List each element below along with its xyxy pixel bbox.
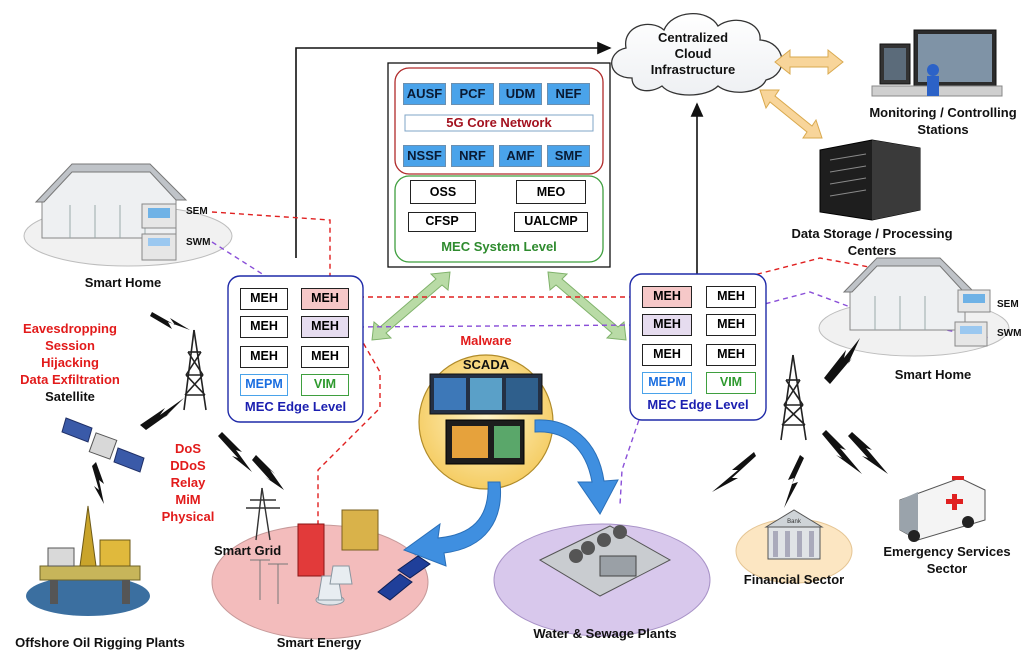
- bank-sign-text: Bank: [787, 519, 802, 525]
- edge-right-core-double-arrow: [547, 271, 627, 341]
- cfsp-box: CFSP: [408, 212, 476, 232]
- meh-left-purple: MEH: [301, 316, 349, 338]
- core-top-row: AUSF PCF UDM NEF: [403, 83, 595, 105]
- cell-tower-right-icon: [780, 354, 807, 441]
- meh-right-2: MEH: [706, 286, 756, 308]
- oil-rig-icon: [26, 505, 150, 616]
- oil-rig-label: Offshore Oil Rigging Plants: [15, 635, 185, 650]
- attack-dos: DoS: [175, 441, 201, 456]
- ausf-function: AUSF: [403, 83, 446, 105]
- scada-to-water-arrow: [534, 419, 619, 515]
- mepm-left: MEPM: [240, 374, 288, 396]
- swm-right-label: SWM: [997, 328, 1022, 339]
- smf-function: SMF: [547, 145, 590, 167]
- core-bottom-row: NSSF NRF AMF SMF: [403, 145, 595, 167]
- meh-left-6: MEH: [301, 346, 349, 368]
- scada-icon: [429, 373, 543, 465]
- scada-to-energy-arrow: [402, 481, 502, 567]
- swm-left-label: SWM: [186, 237, 211, 248]
- cloud-storage-double-arrow: [759, 89, 823, 139]
- ambulance-icon: [899, 476, 986, 542]
- attacks-top-list: Eavesdropping Session Hijacking Data Exf…: [2, 320, 138, 405]
- meh-left-3: MEH: [240, 316, 288, 338]
- attack-eavesdropping: Eavesdropping: [23, 321, 117, 336]
- smart-energy-label: Smart Energy: [276, 635, 362, 650]
- financial-sector-label: Financial Sector: [743, 572, 845, 587]
- edge-right-to-water-link: [619, 340, 644, 506]
- cloud-monitoring-double-arrow: [774, 48, 844, 76]
- meh-right-5: MEH: [642, 344, 692, 366]
- monitoring-station-icon: [871, 29, 1003, 97]
- cloud-label: Centralized Cloud Infrastructure: [650, 30, 736, 77]
- satellite-label: Satellite: [45, 389, 95, 404]
- udm-function: UDM: [499, 83, 542, 105]
- smart-home-right-icon: [842, 257, 991, 347]
- vim-left: VIM: [301, 374, 349, 396]
- core-network-label: 5G Core Network: [446, 115, 552, 130]
- edge-left-core-double-arrow: [371, 271, 451, 341]
- nef-function: NEF: [547, 83, 590, 105]
- monitoring-label: Monitoring / Controlling Stations: [869, 105, 1017, 137]
- data-storage-label: Data Storage / Processing Centers: [791, 226, 953, 258]
- water-plants-label: Water & Sewage Plants: [533, 626, 677, 641]
- meo-box: MEO: [516, 180, 586, 204]
- cloud-icon: [611, 13, 783, 96]
- core-bar: [404, 114, 594, 132]
- bank-icon: Bank: [764, 509, 824, 560]
- meh-left-5: MEH: [240, 346, 288, 368]
- water-plant-icon: [538, 525, 672, 597]
- edge-left-to-grid-link: [317, 319, 381, 525]
- smart-home-right-label: Smart Home: [894, 367, 972, 382]
- attack-session: Session: [45, 338, 95, 353]
- pcf-function: PCF: [451, 83, 494, 105]
- smart-home-left-icon: [34, 163, 188, 261]
- mepm-right: MEPM: [642, 372, 692, 394]
- attack-data-exfiltration: Data Exfiltration: [20, 372, 120, 387]
- smart-home-left-label: Smart Home: [84, 275, 162, 290]
- core-to-cloud-arrow: [295, 41, 612, 258]
- amf-function: AMF: [499, 145, 542, 167]
- scada-label: SCADA: [462, 357, 510, 372]
- smart-grid-label: Smart Grid: [214, 543, 282, 558]
- data-storage-icon: [819, 139, 921, 221]
- attack-mim: MiM: [175, 492, 201, 507]
- attack-physical: Physical: [161, 509, 215, 524]
- wireless-bolt-icons: [92, 312, 888, 508]
- attack-relay: Relay: [170, 475, 206, 490]
- mec-system-label: MEC System Level: [441, 239, 557, 254]
- mec-edge-left-label: MEC Edge Level: [244, 399, 347, 414]
- ualcmp-box: UALCMP: [514, 212, 588, 232]
- smart-grid-icon: [246, 487, 431, 606]
- meh-purple-link: [349, 324, 641, 328]
- nssf-function: NSSF: [403, 145, 446, 167]
- attacks-bottom-list: DoS DDoS Relay MiM Physical: [158, 440, 218, 525]
- mec-edge-right-label: MEC Edge Level: [647, 397, 749, 412]
- oss-box: OSS: [410, 180, 476, 204]
- meh-left-1: MEH: [240, 288, 288, 310]
- cell-tower-left-icon: [183, 329, 207, 411]
- nrf-function: NRF: [451, 145, 494, 167]
- meh-left-red: MEH: [301, 288, 349, 310]
- attack-hijacking: Hijacking: [41, 355, 99, 370]
- sem-link-left: [211, 211, 331, 290]
- meh-right-purple: MEH: [642, 314, 692, 336]
- attack-ddos: DDoS: [170, 458, 206, 473]
- meh-right-4: MEH: [706, 314, 756, 336]
- sem-left-label: SEM: [186, 206, 208, 217]
- emergency-label: Emergency Services Sector: [883, 544, 1011, 576]
- vim-right: VIM: [706, 372, 756, 394]
- satellite-icon: [61, 417, 145, 473]
- meh-right-red: MEH: [642, 286, 692, 308]
- sem-right-label: SEM: [997, 299, 1019, 310]
- meh-right-6: MEH: [706, 344, 756, 366]
- malware-label: Malware: [460, 333, 512, 348]
